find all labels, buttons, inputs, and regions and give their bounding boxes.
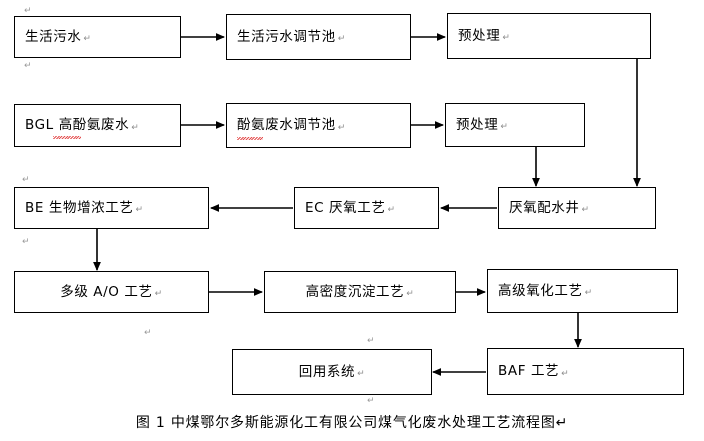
node-phenol-ammonia-tank[interactable]: 酚氨废水调节池↵ — [226, 103, 411, 148]
node-label: BGL 高酚氨废水 — [25, 117, 130, 134]
paragraph-mark: ↵ — [502, 33, 511, 44]
paragraph-mark: ↵ — [337, 122, 346, 133]
node-label: 生活污水 — [25, 28, 82, 45]
node-label: 生活污水调节池 — [237, 28, 336, 45]
spellcheck-underline-phenol — [237, 137, 263, 140]
node-reuse-system[interactable]: 回用系统↵ — [232, 349, 432, 395]
node-label: 高级氧化工艺 — [498, 282, 583, 299]
node-domestic-sewage-tank[interactable]: 生活污水调节池↵ — [226, 14, 411, 60]
paragraph-mark: ↵ — [337, 34, 346, 45]
spellcheck-underline-bgl — [53, 136, 81, 139]
node-be-bio-enrichment[interactable]: BE 生物增浓工艺↵ — [14, 187, 209, 229]
paragraph-mark-stray-5: ↵ — [144, 328, 152, 338]
paragraph-mark: ↵ — [83, 34, 92, 45]
node-high-density-sedimentation[interactable]: 高密度沉淀工艺↵ — [264, 271, 456, 313]
paragraph-mark: ↵ — [387, 205, 396, 216]
paragraph-mark: ↵ — [135, 205, 144, 216]
paragraph-mark: ↵ — [561, 368, 570, 379]
node-label: BE 生物增浓工艺 — [25, 199, 134, 216]
node-label: 回用系统 — [298, 363, 356, 380]
paragraph-mark-stray-1: ↵ — [24, 6, 32, 16]
paragraph-mark-stray-4: ↵ — [22, 237, 30, 247]
paragraph-mark: ↵ — [357, 369, 366, 380]
paragraph-mark-stray-3: ↵ — [22, 175, 30, 185]
node-label: BAF 工艺 — [498, 363, 560, 380]
node-advanced-oxidation[interactable]: 高级氧化工艺↵ — [487, 269, 678, 313]
node-label: 预处理 — [458, 27, 501, 44]
paragraph-mark-stray-6: ↵ — [367, 336, 375, 346]
paragraph-mark: ↵ — [500, 122, 509, 133]
node-label: 厌氧配水井 — [509, 199, 580, 216]
node-label: 酚氨废水调节池 — [237, 117, 336, 134]
node-label: EC 厌氧工艺 — [305, 199, 386, 216]
node-baf-process[interactable]: BAF 工艺↵ — [487, 348, 684, 395]
paragraph-mark: ↵ — [581, 205, 590, 216]
paragraph-mark: ↵ — [555, 415, 569, 431]
node-multistage-ao[interactable]: 多级 A/O 工艺↵ — [14, 271, 209, 313]
node-pretreatment-2[interactable]: 预处理↵ — [445, 103, 585, 147]
node-anaerobic-distribution-well[interactable]: 厌氧配水井↵ — [498, 187, 656, 229]
node-label: 多级 A/O 工艺 — [60, 283, 153, 300]
node-pretreatment-1[interactable]: 预处理↵ — [447, 13, 651, 59]
node-domestic-sewage[interactable]: 生活污水↵ — [14, 16, 181, 58]
figure-caption: 图 1 中煤鄂尔多斯能源化工有限公司煤气化废水处理工艺流程图↵ — [0, 412, 704, 432]
paragraph-mark-stray-7: ↵ — [367, 396, 375, 406]
node-ec-anaerobic[interactable]: EC 厌氧工艺↵ — [294, 187, 439, 229]
paragraph-mark: ↵ — [584, 288, 593, 299]
node-label: 预处理 — [456, 116, 499, 133]
paragraph-mark: ↵ — [131, 122, 140, 133]
node-label: 高密度沉淀工艺 — [305, 283, 405, 300]
paragraph-mark-stray-2: ↵ — [24, 61, 32, 71]
paragraph-mark: ↵ — [154, 289, 163, 300]
paragraph-mark: ↵ — [406, 289, 415, 300]
figure-caption-text: 图 1 中煤鄂尔多斯能源化工有限公司煤气化废水处理工艺流程图 — [135, 415, 556, 431]
node-bgl-phenol-ammonia-wastewater[interactable]: BGL 高酚氨废水↵ — [14, 104, 181, 147]
